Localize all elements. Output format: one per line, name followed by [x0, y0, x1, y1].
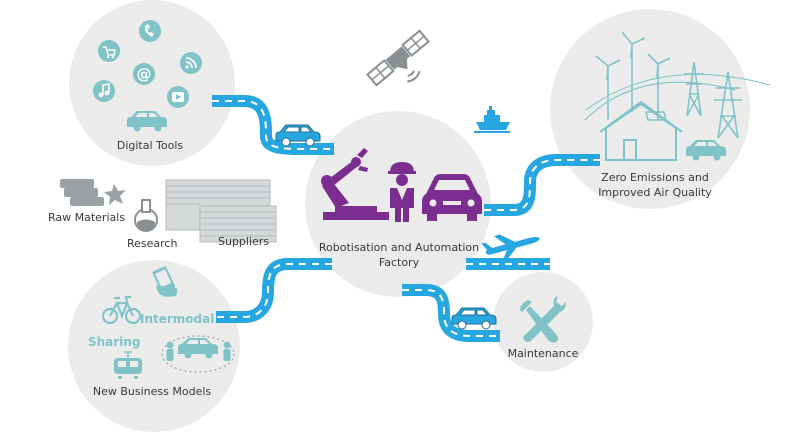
road-digital-hub — [212, 95, 334, 155]
hub-label-line1: Robotisation and Automation — [318, 241, 480, 254]
digital-tools-label: Digital Tools — [116, 139, 184, 152]
tools-icon — [520, 296, 566, 343]
ship-icon — [476, 106, 510, 130]
pylon-icon — [684, 61, 742, 139]
hub-label-line2: Factory — [378, 256, 420, 269]
new-business-models-label: New Business Models — [92, 385, 212, 398]
research-label: Research — [127, 237, 178, 250]
raw-materials-icon — [60, 179, 126, 206]
car-icon — [178, 338, 218, 359]
robot-arm-icon — [321, 148, 389, 220]
svg-text:@: @ — [137, 65, 152, 83]
at-icon: @ — [133, 63, 155, 85]
car-front-icon — [422, 174, 482, 221]
maintenance-label: Maintenance — [507, 347, 579, 360]
intermodal-tag: Intermodal — [140, 312, 215, 326]
airplane-icon — [481, 234, 540, 261]
play-icon — [167, 86, 189, 108]
car-icon — [127, 111, 167, 132]
zero-emissions-label-line2: Improved Air Quality — [598, 186, 712, 199]
raw-materials-label: Raw Materials — [48, 211, 126, 224]
cart-icon — [98, 40, 120, 62]
digital-tools-icons: @ — [93, 20, 202, 132]
tram-icon — [114, 351, 142, 379]
hub-label: Robotisation and Automation Factory — [319, 240, 479, 270]
house-solar-icon — [599, 100, 683, 161]
zero-emissions-label-line1: Zero Emissions and — [601, 171, 709, 184]
phone-icon — [139, 20, 161, 42]
road-hub-maintenance — [402, 284, 500, 342]
phone-hand-icon — [152, 266, 178, 297]
wind-turbine-icon — [595, 31, 671, 120]
people-icon — [166, 341, 231, 361]
business-icons — [101, 266, 235, 379]
suppliers-warehouse-icon — [165, 179, 277, 243]
business-models-circle — [68, 260, 240, 432]
zero-emissions-label: Zero Emissions and Improved Air Quality — [598, 170, 712, 200]
road-hub-emissions — [484, 154, 600, 216]
energy-icons — [584, 31, 771, 161]
car-icon — [451, 307, 497, 330]
research-flask-icon — [134, 199, 158, 232]
suppliers-label: Suppliers — [218, 235, 270, 248]
rss-icon — [180, 52, 202, 74]
sharing-tag: Sharing — [88, 335, 141, 349]
worker-icon — [388, 162, 416, 222]
music-icon — [93, 80, 115, 102]
satellite-icon — [366, 29, 430, 87]
hub-icons — [321, 148, 482, 222]
car-icon — [686, 140, 726, 161]
sharing-ring — [161, 335, 235, 373]
road-hub-business — [216, 258, 332, 323]
bicycle-icon — [101, 295, 142, 325]
car-icon — [275, 124, 321, 147]
roads — [212, 95, 600, 342]
